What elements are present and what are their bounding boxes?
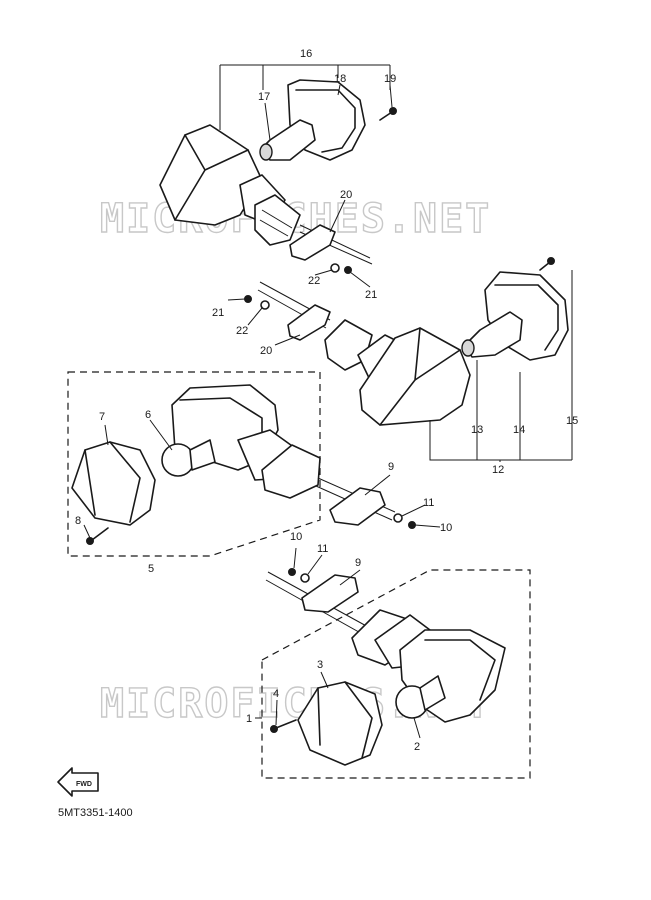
bulb-17 (261, 119, 316, 161)
callout-1: 1 (246, 713, 252, 725)
callout-10: 10 (440, 522, 452, 534)
callout-10-b: 10 (290, 531, 302, 543)
callout-9: 9 (388, 461, 394, 473)
callout-22-b: 22 (236, 325, 248, 337)
callout-20-b: 20 (260, 345, 272, 357)
grommet (254, 194, 301, 246)
callout-6: 6 (145, 409, 151, 421)
front-left-turn-signal-assembly (67, 371, 441, 557)
mount-bracket-20 (289, 224, 336, 261)
callout-13: 13 (471, 424, 483, 436)
screw-4 (275, 719, 297, 729)
rear-left-turn-signal-assembly (159, 64, 397, 288)
callout-20: 20 (340, 189, 352, 201)
grommet (261, 444, 321, 499)
callout-19: 19 (384, 73, 396, 85)
callout-21-b: 21 (212, 307, 224, 319)
bulb-13 (464, 311, 523, 358)
callout-4: 4 (273, 688, 279, 700)
callout-14: 14 (513, 424, 525, 436)
lens-7 (71, 441, 156, 526)
bolt-10 (288, 568, 296, 576)
fwd-label: FWD (76, 781, 92, 788)
callout-3: 3 (317, 659, 323, 671)
fwd-arrow-icon: FWD (57, 767, 99, 797)
callout-8: 8 (75, 515, 81, 527)
callout-12: 12 (492, 464, 504, 476)
callout-18: 18 (334, 73, 346, 85)
bulb-6 (161, 443, 195, 477)
screw-8 (91, 527, 109, 541)
callout-5: 5 (148, 563, 154, 575)
callout-15: 15 (566, 415, 578, 427)
mount-bracket-9 (329, 487, 386, 526)
mount-bracket-9 (301, 574, 359, 613)
callout-9-b: 9 (355, 557, 361, 569)
washer-11 (393, 513, 403, 523)
callout-11-b: 11 (317, 543, 328, 555)
callout-bracket-16 (219, 64, 391, 130)
callout-11: 11 (423, 497, 434, 509)
bolt-21 (344, 266, 352, 274)
callout-16: 16 (300, 48, 312, 60)
assembly-box-5 (67, 371, 321, 557)
front-right-turn-signal-assembly (255, 547, 531, 779)
washer-22 (260, 300, 270, 310)
mount-bracket-20 (287, 304, 331, 341)
callout-21: 21 (365, 289, 377, 301)
bolt-10 (408, 521, 416, 529)
callout-17: 17 (258, 91, 270, 103)
assembly-box-1 (261, 569, 531, 779)
callout-bracket-12 (429, 270, 573, 462)
bolt-21 (244, 295, 252, 303)
washer-22 (330, 263, 340, 273)
washer-11 (300, 573, 310, 583)
callout-7: 7 (99, 411, 105, 423)
diagram-code: 5MT3351-1400 (58, 807, 133, 819)
callout-22: 22 (308, 275, 320, 287)
callout-2: 2 (414, 741, 420, 753)
rear-right-turn-signal-assembly (227, 257, 573, 462)
